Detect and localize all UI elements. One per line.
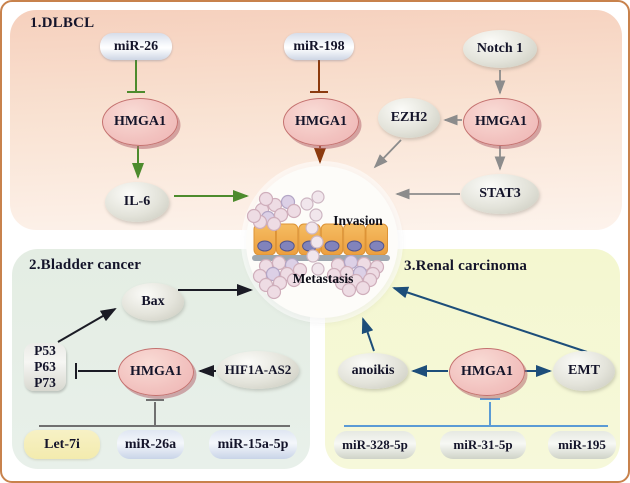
- tumor-cluster-bottom-right: [326, 254, 385, 298]
- tumor-illustration: [246, 190, 390, 300]
- node-bax: Bax: [122, 283, 184, 321]
- node-anoikis: anoikis: [338, 353, 408, 389]
- invasion-metastasis-circle: [246, 166, 398, 318]
- p53-label: P53: [34, 343, 56, 358]
- node-hmga1-dlbcl-1: HMGA1: [102, 98, 178, 146]
- tumor-cluster-top-left: [246, 191, 302, 232]
- panel-title-bladder: 2.Bladder cancer: [29, 257, 142, 273]
- node-mir26: miR-26: [100, 33, 172, 60]
- node-mir31-5p: miR-31-5p: [440, 431, 526, 459]
- p73-label: P73: [34, 375, 56, 390]
- node-emt: EMT: [553, 351, 615, 391]
- invasion-label: Invasion: [333, 213, 383, 228]
- node-mir26a: miR-26a: [117, 430, 184, 459]
- metastasis-label: Metastasis: [292, 271, 354, 286]
- node-p53-p63-p73: P53 P63 P73: [24, 343, 66, 391]
- node-stat3: STAT3: [461, 174, 539, 214]
- node-notch1: Notch 1: [463, 30, 537, 68]
- node-mir328-5p: miR-328-5p: [334, 431, 416, 459]
- panel-title-renal: 3.Renal carcinoma: [404, 258, 528, 274]
- node-hif1a-as2: HIF1A-AS2: [217, 351, 299, 389]
- node-mir198: miR-198: [284, 33, 354, 60]
- invading-cell-chain: [300, 190, 325, 276]
- node-hmga1-dlbcl-2: HMGA1: [283, 98, 359, 146]
- node-let7i: Let-7i: [24, 430, 100, 459]
- node-mir195: miR-195: [548, 431, 616, 459]
- node-hmga1-renal: HMGA1: [449, 348, 525, 396]
- panel-title-dlbcl: 1.DLBCL: [30, 15, 95, 31]
- cell-nuclei: [257, 240, 385, 252]
- node-mir15a-5p: miR-15a-5p: [209, 430, 297, 459]
- node-hmga1-dlbcl-3: HMGA1: [463, 98, 539, 146]
- node-hmga1-bladder: HMGA1: [118, 348, 194, 396]
- p63-label: P63: [34, 359, 56, 374]
- node-ezh2: EZH2: [378, 98, 440, 138]
- node-il6: IL-6: [105, 182, 169, 222]
- tumor-cluster-bottom-left: [252, 255, 308, 300]
